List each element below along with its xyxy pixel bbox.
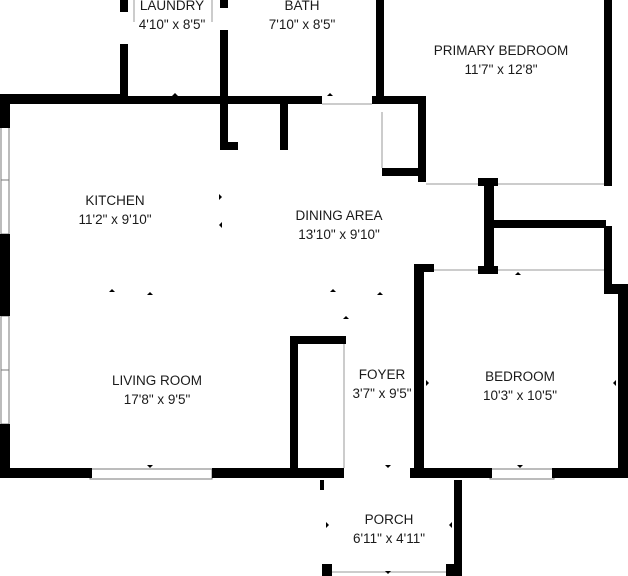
room-kitchen: KITCHEN 11'2" x 9'10" [78, 191, 151, 229]
window-lines [1, 0, 606, 573]
room-name: LAUNDRY [139, 0, 205, 13]
room-dims: 10'3" x 10'5" [482, 388, 558, 403]
room-name: PRIMARY BEDROOM [433, 43, 569, 58]
room-name: BEDROOM [485, 369, 555, 384]
room-porch: PORCH 6'11" x 4'11" [353, 510, 425, 548]
room-dims: 11'7" x 12'8" [464, 62, 538, 77]
room-dims: 4'10" x 8'5" [138, 17, 206, 32]
room-dining-area: DINING AREA 13'10" x 9'10" [295, 206, 382, 244]
room-name: LIVING ROOM [111, 373, 203, 388]
room-dims: 11'2" x 9'10" [78, 212, 152, 227]
room-living-room: LIVING ROOM 17'8" x 9'5" [112, 371, 202, 409]
room-foyer: FOYER 3'7" x 9'5" [352, 365, 411, 403]
room-primary-bedroom: PRIMARY BEDROOM 11'7" x 12'8" [434, 41, 569, 79]
room-bedroom: BEDROOM 10'3" x 10'5" [483, 367, 557, 405]
dimension-ticks [109, 16, 616, 574]
room-name: BATH [284, 0, 320, 13]
room-laundry: LAUNDRY 4'10" x 8'5" [139, 0, 206, 34]
room-name: PORCH [364, 512, 414, 527]
room-dims: 3'7" x 9'5" [352, 386, 412, 401]
room-name: DINING AREA [295, 208, 383, 223]
room-name: KITCHEN [85, 193, 145, 208]
room-dims: 17'8" x 9'5" [123, 392, 191, 407]
room-name: FOYER [358, 367, 406, 382]
window-panels [0, 125, 555, 480]
room-dims: 13'10" x 9'10" [298, 227, 380, 242]
room-bath: BATH 7'10" x 8'5" [269, 0, 336, 34]
room-dims: 7'10" x 8'5" [268, 17, 336, 32]
room-dims: 6'11" x 4'11" [352, 531, 426, 546]
